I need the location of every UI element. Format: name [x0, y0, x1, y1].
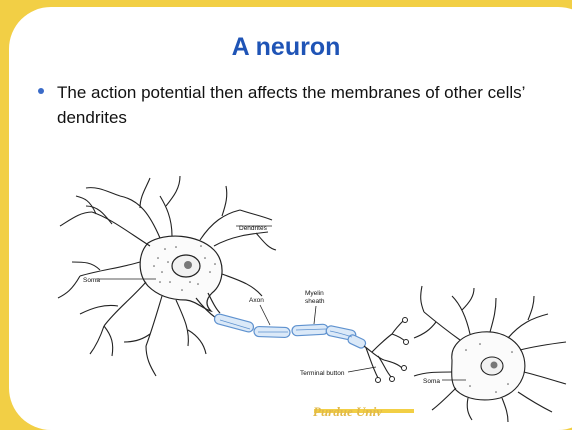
label-soma: Soma	[83, 277, 100, 284]
terminal-buttons	[376, 318, 409, 383]
label-myelin-2: sheath	[305, 298, 325, 305]
label-terminal: Terminal button	[300, 370, 345, 377]
label-soma2: Soma	[423, 378, 440, 385]
neuron-soma	[140, 236, 222, 318]
myelin-axon	[213, 313, 366, 349]
label-myelin-1: Myelin	[305, 290, 324, 297]
label-dendrites: Dendrites	[239, 225, 268, 232]
label-axon: Axon	[249, 297, 264, 304]
leader-lines	[96, 226, 376, 372]
neuron-second	[414, 286, 566, 422]
footer-text: Purdue Univ	[313, 404, 382, 420]
axon-terminals	[364, 320, 406, 378]
